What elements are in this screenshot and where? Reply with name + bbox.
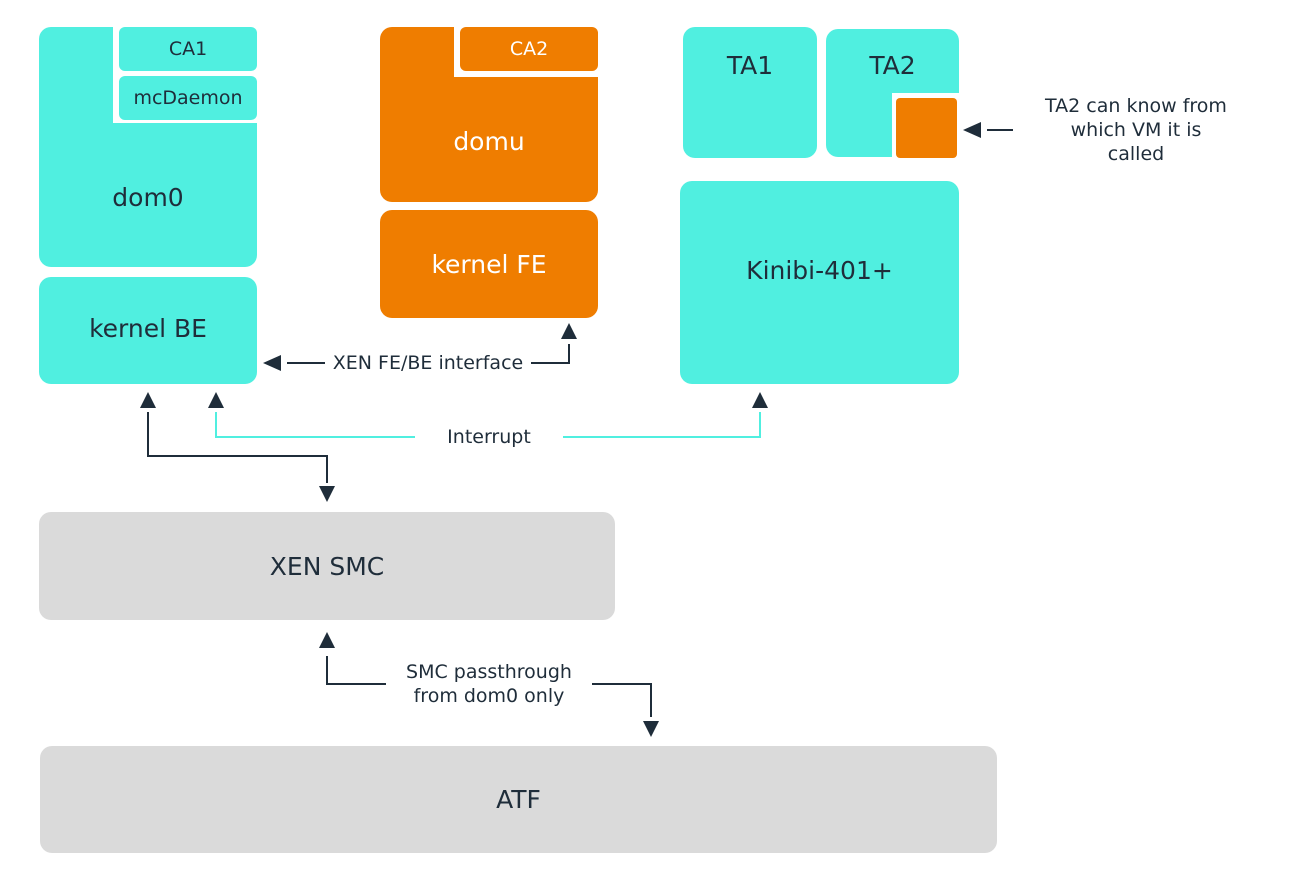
arrow-up-icon <box>752 392 768 408</box>
ta1-box: TA1 <box>683 27 817 158</box>
be-smc-connector <box>140 392 335 502</box>
ca1-box: CA1 <box>119 27 257 71</box>
ca2-box: CA2 <box>460 27 598 71</box>
ta2-vm-indicator <box>896 98 957 158</box>
kernel-be-box: kernel BE <box>39 277 257 384</box>
arrow-up-icon <box>140 392 156 408</box>
arrow-left-icon <box>263 355 281 371</box>
domu-label: domu <box>453 127 525 156</box>
interrupt-label: Interrupt <box>447 426 531 448</box>
kinibi-label: Kinibi-401+ <box>746 256 893 285</box>
ta2-note-line1: TA2 can know from <box>1045 95 1227 117</box>
arrow-up-icon <box>208 392 224 408</box>
arrow-up-icon <box>319 632 335 648</box>
ta2-note-connector <box>963 122 1013 138</box>
xen-smc-label: XEN SMC <box>269 551 385 581</box>
arrow-up-icon <box>561 323 577 339</box>
arrow-down-icon <box>643 721 659 737</box>
atf-box: ATF <box>40 746 997 853</box>
ta2-note-line2: which VM it is <box>1070 119 1202 141</box>
atf-label: ATF <box>496 785 541 814</box>
ca2-label: CA2 <box>509 38 549 60</box>
smc-passthrough-connector <box>319 632 659 737</box>
fe-be-interface-label: XEN FE/BE interface <box>332 352 524 374</box>
interrupt-connector <box>208 392 768 438</box>
kernel-be-label: kernel BE <box>89 314 207 343</box>
arrow-down-icon <box>319 486 335 502</box>
kernel-fe-box: kernel FE <box>380 210 598 318</box>
ta1-label: TA1 <box>726 51 774 80</box>
ta2-note-line3: called <box>1107 143 1165 165</box>
mcdaemon-label: mcDaemon <box>133 87 243 109</box>
mcdaemon-box: mcDaemon <box>119 76 257 120</box>
arrow-left-icon <box>963 122 981 138</box>
smc-passthrough-label-line2: from dom0 only <box>413 685 565 707</box>
fe-be-connector <box>263 323 577 371</box>
dom0-label: dom0 <box>112 183 184 212</box>
kinibi-box: Kinibi-401+ <box>680 181 959 384</box>
kernel-fe-label: kernel FE <box>431 249 547 279</box>
smc-passthrough-label-line1: SMC passthrough <box>406 661 572 683</box>
xen-smc-box: XEN SMC <box>39 512 615 620</box>
ca1-label: CA1 <box>168 38 208 60</box>
ta2-label: TA2 <box>869 51 916 80</box>
